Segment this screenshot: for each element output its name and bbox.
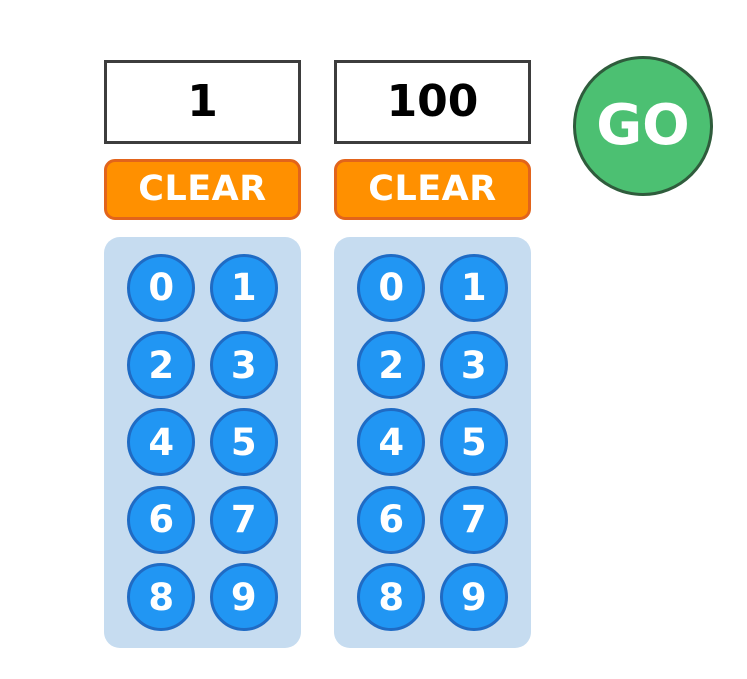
digit-button-b-8[interactable]: 8: [357, 563, 426, 632]
digit-button-a-0[interactable]: 0: [127, 253, 196, 322]
digit-button-a-8[interactable]: 8: [127, 563, 196, 632]
clear-button-label-b: CLEAR: [368, 169, 497, 209]
digit-button-b-1[interactable]: 1: [439, 253, 508, 322]
digit-button-b-9[interactable]: 9: [439, 563, 508, 632]
clear-button-a[interactable]: CLEAR: [104, 159, 301, 220]
digit-button-a-2[interactable]: 2: [127, 331, 196, 400]
digit-button-b-7[interactable]: 7: [439, 485, 508, 554]
numeric-entry-column-b: 100 CLEAR 0 1 2 3 4 5 6: [334, 60, 531, 648]
digit-button-a-9[interactable]: 9: [209, 563, 278, 632]
clear-button-label-a: CLEAR: [138, 169, 267, 209]
digit-label-b-2: 2: [378, 343, 405, 387]
digit-label-a-3: 3: [230, 343, 257, 387]
digit-label-a-5: 5: [230, 420, 257, 464]
digit-button-a-5[interactable]: 5: [209, 408, 278, 477]
display-value-b: 100: [386, 76, 479, 127]
digit-button-b-2[interactable]: 2: [357, 331, 426, 400]
digit-button-b-6[interactable]: 6: [357, 485, 426, 554]
digit-label-a-0: 0: [148, 266, 175, 310]
digit-button-a-7[interactable]: 7: [209, 485, 278, 554]
display-box-b[interactable]: 100: [334, 60, 531, 144]
digit-button-b-3[interactable]: 3: [439, 331, 508, 400]
digit-label-b-3: 3: [460, 343, 487, 387]
clear-button-b[interactable]: CLEAR: [334, 159, 531, 220]
display-value-a: 1: [187, 76, 218, 127]
go-button-label: GO: [596, 93, 690, 158]
digit-label-b-9: 9: [460, 575, 487, 619]
digit-label-b-5: 5: [460, 420, 487, 464]
digit-label-b-7: 7: [460, 498, 487, 542]
digit-label-b-8: 8: [378, 575, 405, 619]
digit-label-a-1: 1: [230, 266, 257, 310]
digit-label-a-9: 9: [230, 575, 257, 619]
digit-label-a-7: 7: [230, 498, 257, 542]
digit-button-a-6[interactable]: 6: [127, 485, 196, 554]
digit-button-b-4[interactable]: 4: [357, 408, 426, 477]
display-box-a[interactable]: 1: [104, 60, 301, 144]
digit-button-b-0[interactable]: 0: [357, 253, 426, 322]
keypad-panel-a: 0 1 2 3 4 5 6 7 8: [104, 237, 301, 648]
digit-label-a-4: 4: [148, 420, 175, 464]
digit-button-a-1[interactable]: 1: [209, 253, 278, 322]
keypad-panel-b: 0 1 2 3 4 5 6 7 8: [334, 237, 531, 648]
digit-label-a-6: 6: [148, 498, 175, 542]
digit-label-b-1: 1: [460, 266, 487, 310]
digit-label-b-0: 0: [378, 266, 405, 310]
digit-label-b-6: 6: [378, 498, 405, 542]
digit-button-b-5[interactable]: 5: [439, 408, 508, 477]
digit-label-b-4: 4: [378, 420, 405, 464]
go-button[interactable]: GO: [573, 56, 713, 196]
digit-label-a-2: 2: [148, 343, 175, 387]
digit-button-a-4[interactable]: 4: [127, 408, 196, 477]
digit-button-a-3[interactable]: 3: [209, 331, 278, 400]
numeric-entry-column-a: 1 CLEAR 0 1 2 3 4 5 6: [104, 60, 301, 648]
digit-label-a-8: 8: [148, 575, 175, 619]
